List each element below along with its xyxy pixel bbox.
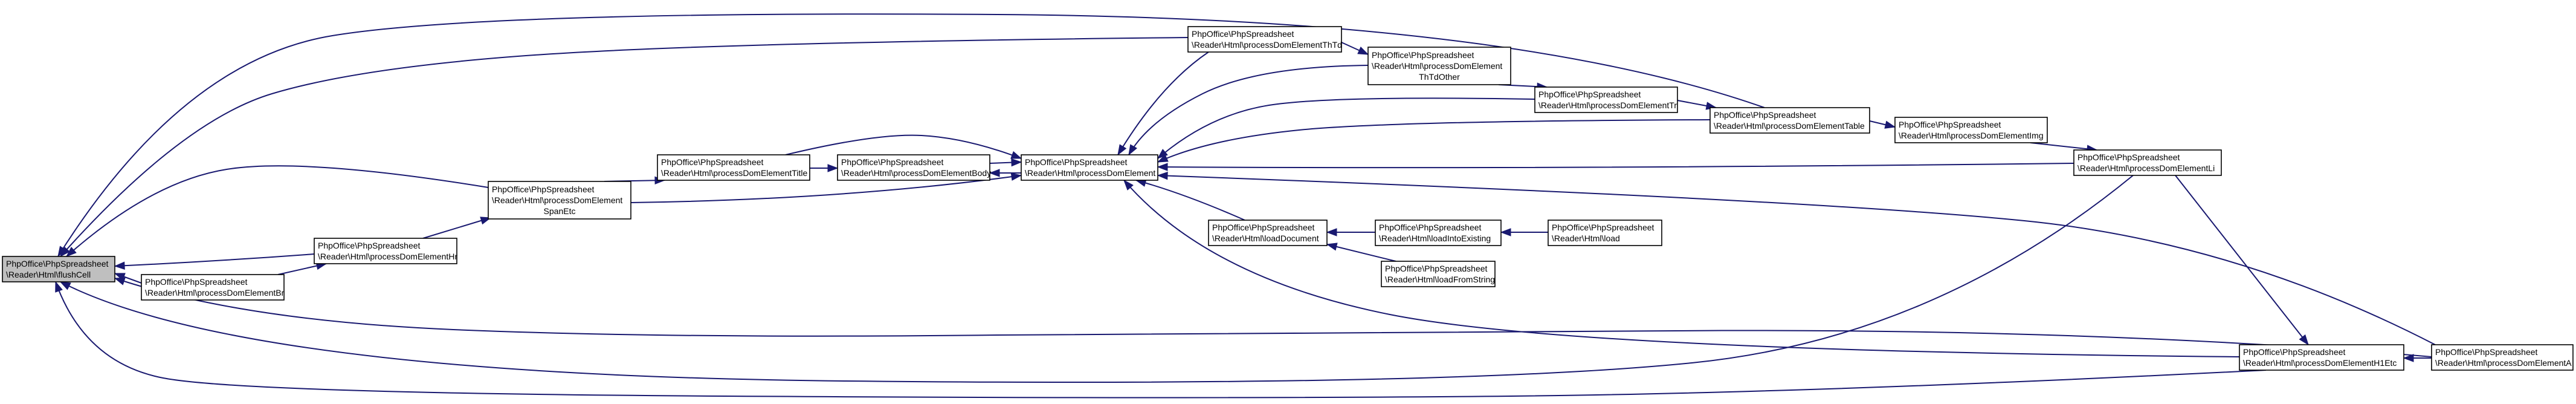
node-label-line: PhpOffice\PhpSpreadsheet <box>1714 110 1816 120</box>
node-label-line: \Reader\Html\processDomElement <box>1025 168 1155 178</box>
node-label-line: \Reader\Html\loadFromString <box>1385 275 1495 284</box>
node-label-line: PhpOffice\PhpSpreadsheet <box>1372 50 1474 60</box>
edge-process-dom-element-a-to-flush-cell <box>114 277 2432 357</box>
node-label-line: PhpOffice\PhpSpreadsheet <box>6 259 109 269</box>
node-label-line: PhpOffice\PhpSpreadsheet <box>1192 29 1294 39</box>
node-process-dom-element-th-td-other[interactable]: PhpOffice\PhpSpreadsheet\Reader\Html\pro… <box>1367 47 1511 85</box>
node-label-line: SpanEtc <box>544 206 576 216</box>
node-label-line: \Reader\Html\processDomElementBr <box>145 288 285 298</box>
edge-process-dom-element-th-td-other-to-process-dom-element <box>1128 65 1369 156</box>
node-label-line: PhpOffice\PhpSpreadsheet <box>841 157 944 167</box>
edge-process-dom-element-h1-etc-to-flush-cell <box>55 281 2267 399</box>
node-process-dom-element-img[interactable]: PhpOffice\PhpSpreadsheet \Reader\Html\pro… <box>1894 117 2048 143</box>
node-label-line: PhpOffice\PhpSpreadsheet <box>1385 264 1488 273</box>
node-process-dom-element-tr[interactable]: PhpOffice\PhpSpreadsheet\Reader\Html\pro… <box>1534 86 1678 113</box>
node-label-line: ThTdOther <box>1419 72 1460 82</box>
node-process-dom-element[interactable]: PhpOffice\PhpSpreadsheet\Reader\Html\pro… <box>1021 154 1158 181</box>
edge-process-dom-element-to-process-dom-element-body <box>989 169 1021 177</box>
node-label-line: \Reader\Html\processDomElement <box>1372 61 1502 71</box>
edge-process-dom-element-title-to-process-dom-element-body <box>810 164 839 172</box>
node-label-line: PhpOffice\PhpSpreadsheet <box>1212 223 1315 232</box>
node-process-dom-element-body[interactable]: PhpOffice\PhpSpreadsheet\Reader\Html\pro… <box>837 154 991 181</box>
node-process-dom-element-li[interactable]: PhpOffice\PhpSpreadsheet\Reader\Html\pro… <box>2073 149 2222 176</box>
node-process-dom-element-span-etc[interactable]: PhpOffice\PhpSpreadsheet\Reader\Html\pro… <box>488 181 631 220</box>
node-label-line: \Reader\Html\loadDocument <box>1212 233 1319 243</box>
edge-process-dom-element-table-to-process-dom-element <box>1157 119 1711 163</box>
node-process-dom-element-h1-etc[interactable]: PhpOffice\PhpSpreadsheet\Reader\Html\pro… <box>2239 344 2404 371</box>
node-flush-cell[interactable]: PhpOffice\PhpSpreadsheet\Reader\Html\flu… <box>2 256 115 282</box>
edge-process-dom-element-hr-to-flush-cell <box>114 253 315 270</box>
edge-process-dom-element-span-etc-to-process-dom-element <box>630 172 1022 203</box>
edge-process-dom-element-a-to-process-dom-element-h1-etc <box>2403 354 2432 362</box>
node-label-line: PhpOffice\PhpSpreadsheet <box>492 184 595 194</box>
node-label-line: \Reader\Html\processDomElementTitle <box>661 168 807 178</box>
node-label-line: \Reader\Html\processDomElementImg <box>1899 131 2044 140</box>
edge-process-dom-element-table-to-process-dom-element-img <box>1869 120 1896 129</box>
edge-process-dom-element-th-td-to-flush-cell <box>60 37 1189 258</box>
edge-load-into-existing-to-load-document <box>1326 228 1375 236</box>
edge-process-dom-element-hr-to-process-dom-element-span-etc <box>422 217 492 239</box>
node-label-line: PhpOffice\PhpSpreadsheet <box>1025 157 1128 167</box>
node-label-line: PhpOffice\PhpSpreadsheet <box>318 241 421 250</box>
edge-process-dom-element-li-to-process-dom-element <box>1157 163 2074 171</box>
node-process-dom-element-a[interactable]: PhpOffice\PhpSpreadsheet\Reader\Html\pro… <box>2431 344 2574 371</box>
node-label-line: PhpOffice\PhpSpreadsheet <box>2435 347 2538 357</box>
edge-load-from-string-to-load-document <box>1326 243 1396 262</box>
nodes-layer: PhpOffice\PhpSpreadsheet\Reader\Html\flu… <box>2 26 2574 371</box>
node-label-line: PhpOffice\PhpSpreadsheet <box>1538 90 1641 99</box>
edge-process-dom-element-li-to-process-dom-element-h1-etc <box>2175 175 2309 346</box>
node-label-line: PhpOffice\PhpSpreadsheet <box>1899 120 2001 129</box>
node-label-line: \Reader\Html\processDomElement <box>492 195 622 205</box>
node-process-dom-element-br[interactable]: PhpOffice\PhpSpreadsheet\Reader\Html\pro… <box>141 274 285 301</box>
node-label-line: PhpOffice\PhpSpreadsheet <box>145 277 248 287</box>
node-label-line: \Reader\Html\loadIntoExisting <box>1379 233 1491 243</box>
edge-process-dom-element-a-to-process-dom-element <box>1157 171 2436 345</box>
node-label-line: \Reader\Html\processDomElementA <box>2435 358 2572 368</box>
edge-process-dom-element-title-to-process-dom-element <box>785 134 1022 159</box>
node-label-line: \Reader\Html\processDomElementLi <box>2077 163 2215 173</box>
edge-load-to-load-into-existing <box>1500 228 1548 236</box>
edge-load-document-to-process-dom-element <box>1135 178 1245 221</box>
node-load-into-existing[interactable]: PhpOffice\PhpSpreadsheet\Reader\Html\loa… <box>1375 220 1502 246</box>
node-label-line: \Reader\Html\processDomElementTable <box>1714 121 1865 131</box>
edges-layer <box>55 13 2436 399</box>
node-label-line: \Reader\Html\processDomElementH1Etc <box>2243 358 2397 368</box>
edge-process-dom-element-li-to-flush-cell <box>59 175 2134 383</box>
node-label-line: \Reader\Html\processDomElementThTd <box>1192 40 1342 50</box>
node-label-line: \Reader\Html\flushCell <box>6 270 91 279</box>
node-label-line: PhpOffice\PhpSpreadsheet <box>1379 223 1482 232</box>
edge-process-dom-element-h1-etc-to-process-dom-element <box>1123 179 2240 357</box>
edge-process-dom-element-th-td-to-process-dom-element-th-td-other <box>1341 42 1369 55</box>
node-label-line: \Reader\Html\processDomElementHr <box>318 252 457 261</box>
node-process-dom-element-title[interactable]: PhpOffice\PhpSpreadsheet\Reader\Html\pro… <box>657 154 810 181</box>
node-load-document[interactable]: PhpOffice\PhpSpreadsheet\Reader\Html\loa… <box>1208 220 1328 246</box>
edge-process-dom-element-table-to-flush-cell <box>57 13 1765 258</box>
node-label-line: \Reader\Html\processDomElementBody <box>841 168 991 178</box>
node-process-dom-element-th-td[interactable]: PhpOffice\PhpSpreadsheet\Reader\Html\pro… <box>1187 26 1342 53</box>
node-process-dom-element-table[interactable]: PhpOffice\PhpSpreadsheet\Reader\Html\pro… <box>1709 107 1870 134</box>
node-load[interactable]: PhpOffice\PhpSpreadsheet\Reader\Html\loa… <box>1548 220 1662 246</box>
edge-process-dom-element-body-to-process-dom-element <box>989 158 1022 167</box>
node-label-line: PhpOffice\PhpSpreadsheet <box>2243 347 2346 357</box>
edge-process-dom-element-th-td-to-process-dom-element <box>1117 51 1209 156</box>
node-process-dom-element-hr[interactable]: PhpOffice\PhpSpreadsheet \Reader\Html\pro… <box>314 238 457 264</box>
node-label-line: \Reader\Html\load <box>1552 233 1620 243</box>
node-label-line: PhpOffice\PhpSpreadsheet <box>2077 152 2180 162</box>
node-label-line: PhpOffice\PhpSpreadsheet <box>661 157 764 167</box>
node-label-line: \Reader\Html\processDomElementTr <box>1538 100 1677 110</box>
node-label-line: PhpOffice\PhpSpreadsheet <box>1552 223 1654 232</box>
node-load-from-string[interactable]: PhpOffice\PhpSpreadsheet \Reader\Html\loa… <box>1381 261 1496 287</box>
edge-process-dom-element-tr-to-process-dom-element <box>1157 97 1535 159</box>
